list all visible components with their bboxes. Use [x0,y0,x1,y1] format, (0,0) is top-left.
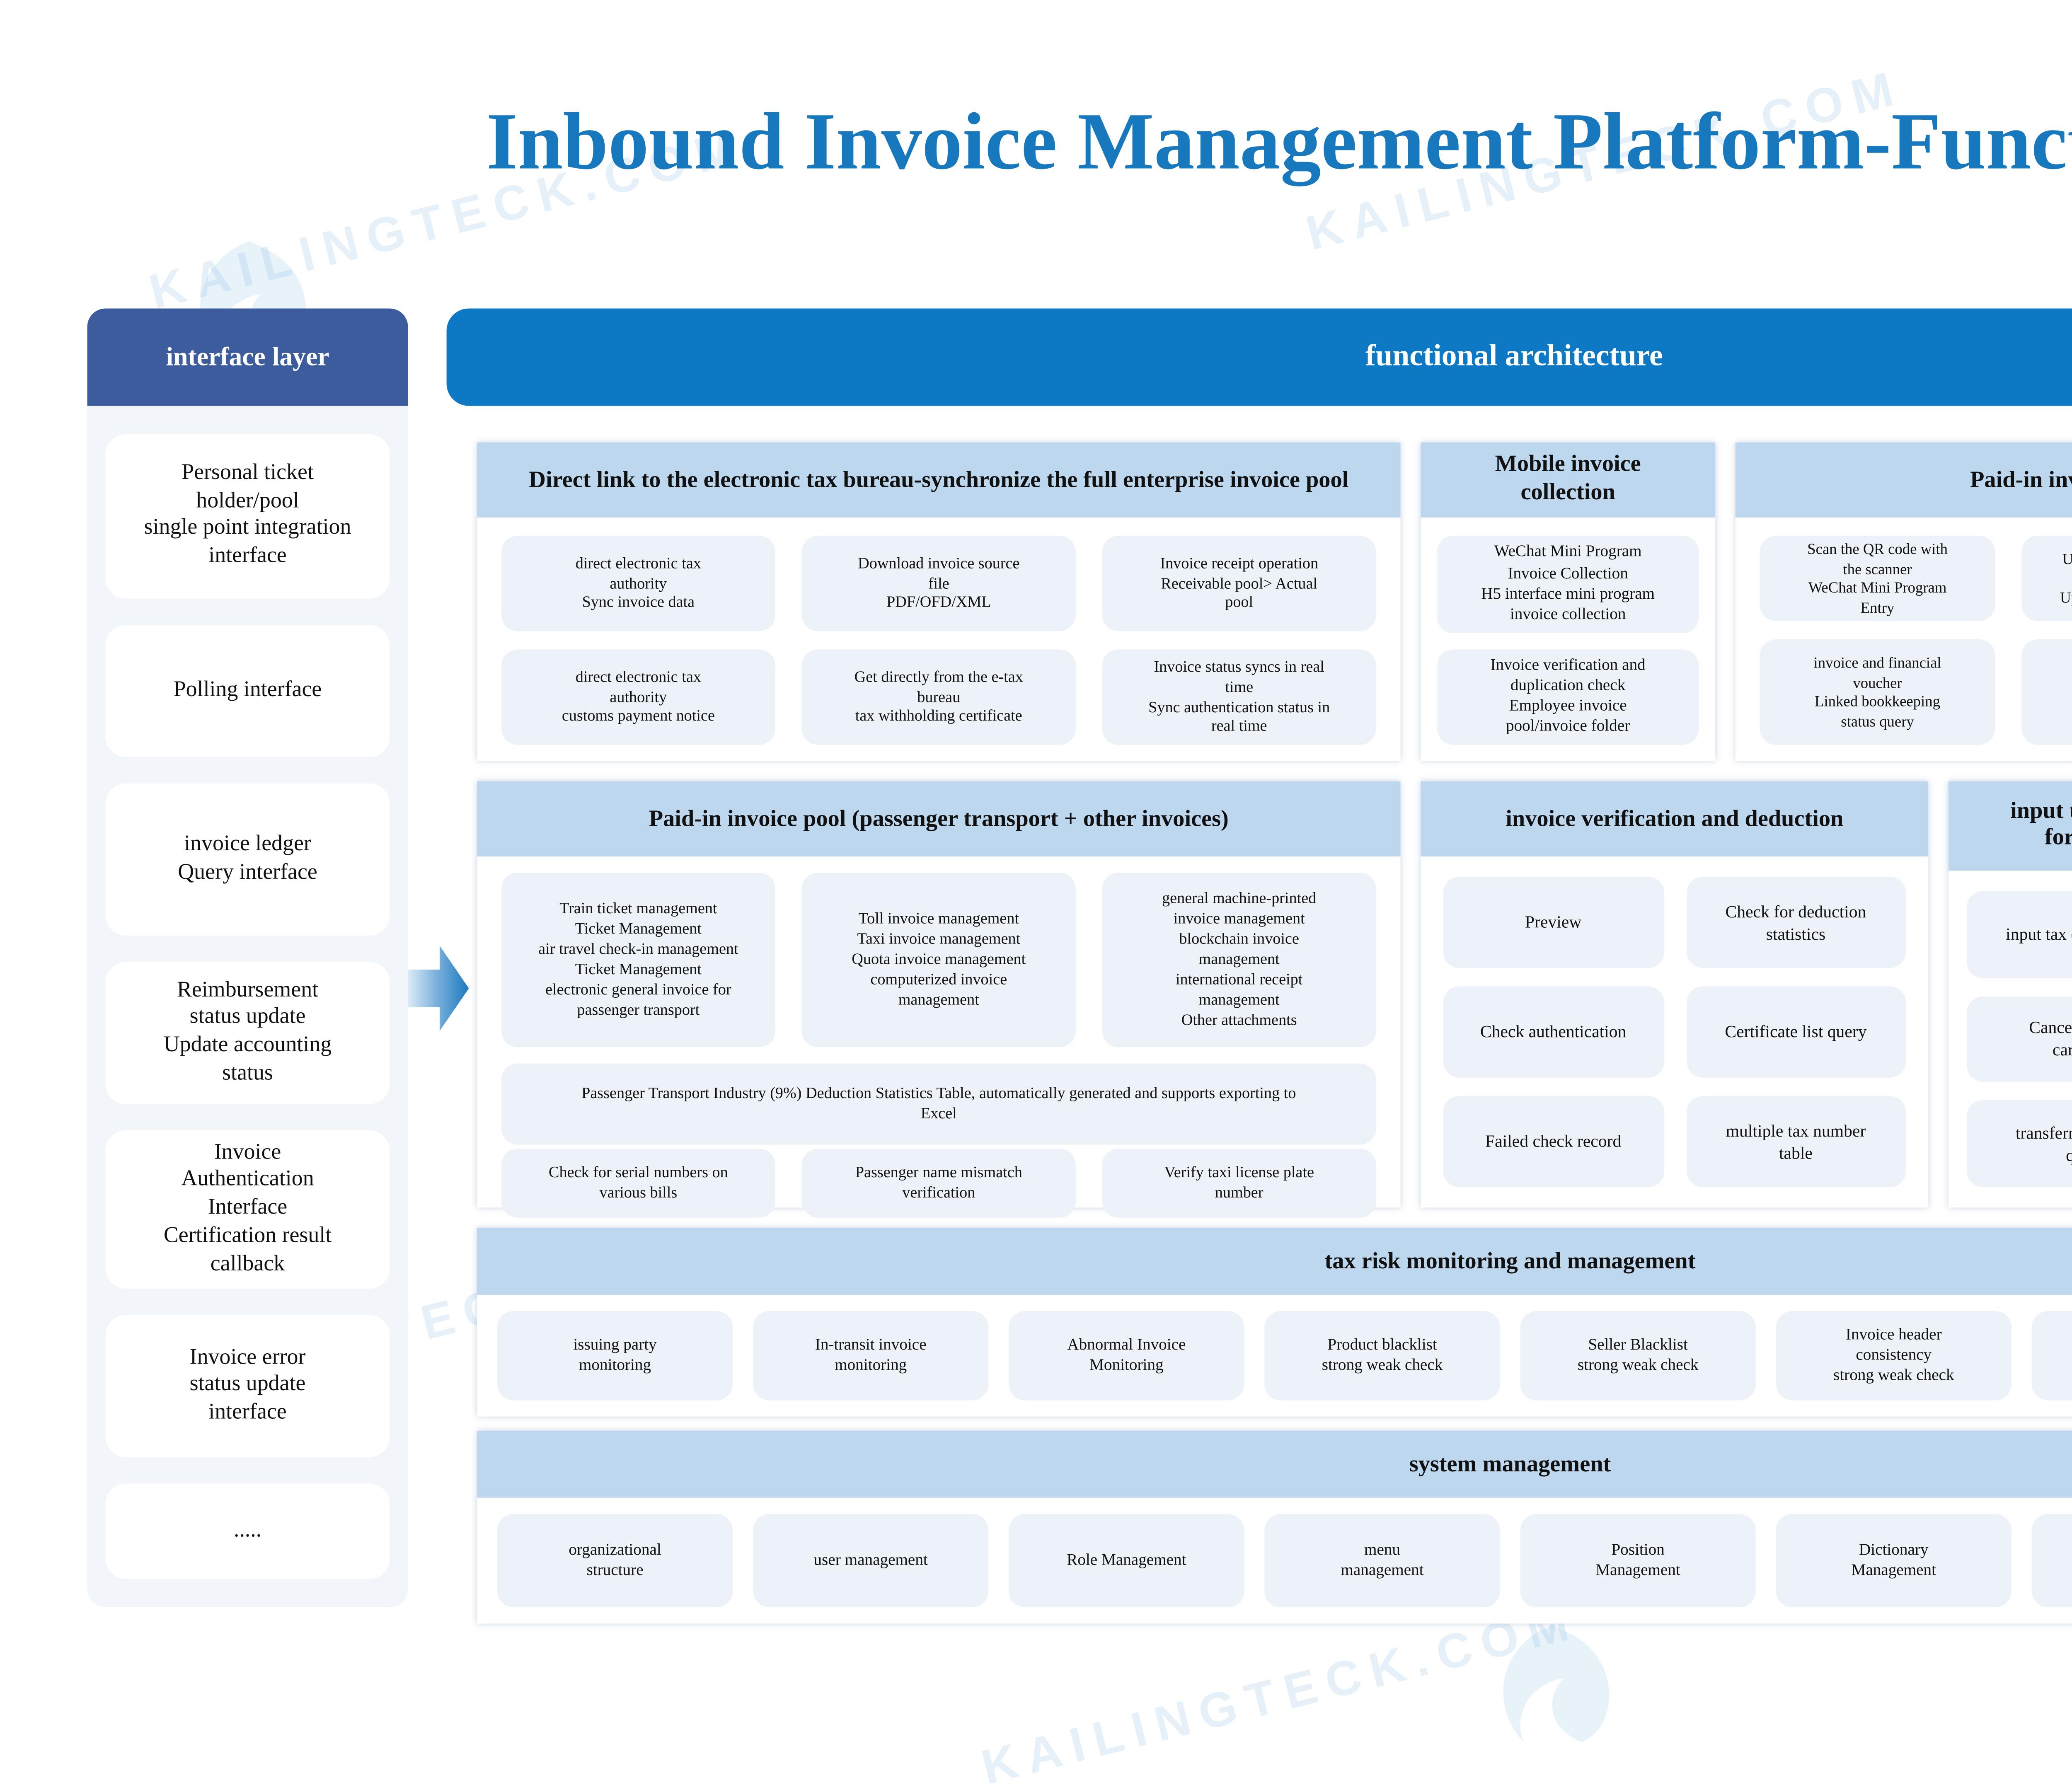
section-body: input tax carry forward Cancel input tax… [1949,871,2072,1207]
interface-layer-header: interface layer [87,308,408,406]
section-title: Mobile invoice collection [1421,442,1715,518]
feature-box: Seller Blacklist strong weak check [1520,1311,1756,1401]
interface-item: invoice ledger Query interface [105,784,390,936]
feature-box: parameter setting [2031,1514,2072,1608]
interface-item: Personal ticket holder/pool single point… [105,434,390,598]
feature-box: Check for deduction statistics [1685,876,1906,968]
feature-box: Certificate list query [1685,986,1906,1078]
feature-box: Upload via scanner/high- speed scanner U… [2021,536,2072,622]
feature-box: transferred input tax query [1967,1101,2072,1188]
section-body: direct electronic tax authority Sync inv… [477,518,1401,761]
section-system-management: system management organizational structu… [477,1431,2072,1624]
feature-box: invoice and financial voucher Linked boo… [1760,640,1995,746]
section-vat-pool: Paid-in invoice pool (VAT invoice) Scan … [1735,442,2072,761]
feature-box: Check for serial numbers on various bill… [501,1149,776,1218]
feature-box: Product blacklist strong weak check [1264,1311,1500,1401]
page-title: Inbound Invoice Management Platform-Func… [486,95,2072,187]
feature-box: Dictionary Management [1776,1514,2011,1608]
feature-box-wide: Passenger Transport Industry (9%) Deduct… [501,1063,1376,1145]
section-body: Preview Check for deduction statistics C… [1421,856,1928,1207]
section-mobile-collection: Mobile invoice collection WeChat Mini Pr… [1421,442,1715,763]
feature-box: Passenger name mismatch verification [801,1149,1076,1218]
feature-box: direct electronic tax authority customs … [501,649,776,745]
section-body: organizational structure user management… [477,1498,2072,1624]
feature-box: Train ticket management Ticket Managemen… [501,873,776,1047]
section-title: system management [477,1431,2072,1498]
feature-box: Abnormal Invoice Monitoring [1009,1311,1244,1401]
section-body: Scan the QR code with the scanner WeChat… [1736,518,2072,761]
interface-layer-panel: Personal ticket holder/pool single point… [87,406,408,1608]
feature-box: WeChat Mini Program Invoice Collection H… [1437,536,1699,632]
feature-box: Batch invoice posting Posted/Reversed [2021,640,2072,746]
feature-box: Invoice header consistency strong weak c… [1776,1311,2011,1401]
feature-box: Invoice status syncs in real time Sync a… [1102,649,1376,745]
feature-box: input tax carry forward [1967,891,2072,978]
feature-box: user management [753,1514,989,1608]
feature-box: Download invoice source file PDF/OFD/XML [801,536,1076,631]
section-title: tax risk monitoring and management [477,1228,2072,1295]
section-title: invoice verification and deduction [1421,781,1929,856]
flow-arrow-icon [408,946,469,1031]
feature-box: organizational structure [497,1514,733,1608]
section-title: Paid-in invoice pool (VAT invoice) [1735,442,2072,518]
section-input-tax-carry-forward: input tax carry forward input tax carry … [1949,781,2072,1208]
section-verification-deduction: invoice verification and deduction Previ… [1421,781,1929,1208]
feature-box: direct electronic tax authority Sync inv… [501,536,776,631]
feature-box: Preview [1443,876,1663,968]
feature-box: Verify taxi license plate number [1102,1149,1376,1218]
functional-architecture-header: functional architecture [446,308,2072,406]
section-title: Paid-in invoice pool (passenger transpor… [477,781,1401,856]
section-body: Train ticket management Ticket Managemen… [477,856,1401,1234]
interface-item: Invoice error status update interface [105,1316,390,1457]
feature-box: bill of exchange serial number strong we… [2031,1311,2072,1401]
feature-box: Invoice verification and duplication che… [1437,648,1699,745]
feature-box: Invoice receipt operation Receivable poo… [1102,536,1376,631]
watermark-bird-icon [1503,1625,1610,1742]
feature-box: Position Management [1520,1514,1756,1608]
interface-item: ..... [105,1483,390,1579]
feature-box: general machine-printed invoice manageme… [1102,873,1376,1047]
feature-box: Cancel input tax carryover [1967,996,2072,1083]
feature-box: Failed check record [1443,1096,1663,1188]
section-title: input tax carry forward [1949,781,2072,871]
section-direct-link: Direct link to the electronic tax bureau… [477,442,1401,761]
interface-item: Invoice Authentication Interface Certifi… [105,1130,390,1290]
feature-box: Check authentication [1443,986,1663,1078]
section-body: issuing party monitoring In-transit invo… [477,1295,2072,1417]
interface-item: Polling interface [105,624,390,758]
section-body: WeChat Mini Program Invoice Collection H… [1421,518,1715,763]
feature-box: Toll invoice management Taxi invoice man… [801,873,1076,1047]
feature-box: Get directly from the e-tax bureau tax w… [801,649,1076,745]
interface-item: Reimbursement status update Update accou… [105,963,390,1104]
feature-box: issuing party monitoring [497,1311,733,1401]
feature-box: Role Management [1009,1514,1244,1608]
feature-box: multiple tax number table [1685,1096,1906,1188]
section-tax-risk-monitoring: tax risk monitoring and management issui… [477,1228,2072,1417]
feature-box: Scan the QR code with the scanner WeChat… [1760,536,1995,622]
section-passenger-pool: Paid-in invoice pool (passenger transpor… [477,781,1401,1218]
watermark-text: KAILINGTECK.COM [976,1595,1584,1790]
feature-box: menu management [1264,1514,1500,1608]
section-title: Direct link to the electronic tax bureau… [477,442,1401,518]
feature-box: In-transit invoice monitoring [753,1311,989,1401]
